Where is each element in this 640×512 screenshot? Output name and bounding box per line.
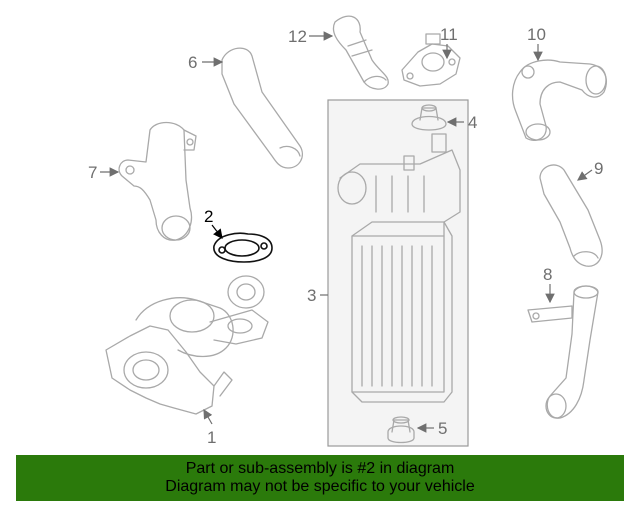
callout-4: 4 [468, 113, 477, 132]
leader-1 [203, 408, 213, 425]
callout-7: 7 [88, 163, 97, 182]
part-11-housing[interactable] [401, 33, 461, 87]
banner-line-2: Diagram may not be specific to your vehi… [165, 478, 475, 495]
callout-8: 8 [543, 265, 552, 284]
part-4-grommet[interactable] [411, 104, 447, 131]
leader-2 [211, 224, 223, 239]
callout-6: 6 [188, 53, 197, 72]
part-7-pipe[interactable] [118, 121, 197, 241]
part-1-turbocharger[interactable] [105, 275, 269, 415]
part-5-plug[interactable] [387, 416, 415, 444]
part-9-hose[interactable] [539, 164, 603, 267]
part-3-box [327, 99, 469, 447]
part-10-outlet-pipe[interactable] [511, 59, 607, 141]
callout-11: 11 [440, 25, 458, 44]
part-3-intercooler[interactable] [337, 133, 461, 403]
leader-9 [577, 169, 593, 181]
part-8-tube[interactable] [527, 285, 599, 419]
callout-12: 12 [288, 27, 307, 46]
part-6-hose[interactable] [221, 47, 303, 169]
callout-2: 2 [204, 207, 213, 226]
disclaimer-banner: Part or sub-assembly is #2 in diagram Di… [16, 455, 624, 501]
banner-line-1: Part or sub-assembly is #2 in diagram [185, 460, 455, 477]
callout-5: 5 [438, 419, 447, 438]
parts-diagram: 12 11 10 6 7 2 [88, 15, 607, 447]
callout-1: 1 [207, 428, 216, 447]
part-12-hose[interactable] [332, 15, 389, 90]
part-2-gasket[interactable] [213, 232, 273, 263]
callout-3: 3 [307, 286, 316, 305]
callout-9: 9 [594, 159, 603, 178]
callout-10: 10 [527, 25, 546, 44]
